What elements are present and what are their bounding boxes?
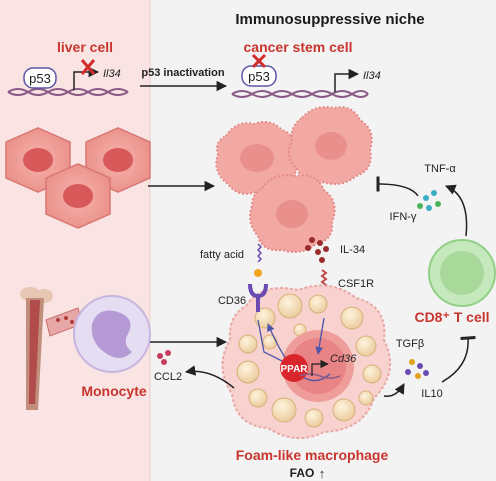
cancer-cell	[288, 106, 373, 185]
liver-cell-heading: liver cell	[57, 39, 113, 55]
cd36-receptor-icon	[248, 283, 268, 312]
cd8-t-cell-label: CD8⁺ T cell	[414, 309, 489, 325]
csf1r-label: CSF1R	[338, 278, 374, 290]
cancer-stem-cell-heading: cancer stem cell	[244, 39, 353, 55]
tcell-inhibition-line	[441, 335, 476, 383]
fatty-acid-icon	[254, 243, 263, 277]
ccl2-label: CCL2	[154, 371, 182, 383]
p53-inactivation-label: p53 inactivation	[141, 67, 224, 79]
ccl2-molecules	[157, 350, 171, 365]
il34-gene-right: Il34	[363, 70, 381, 82]
monocyte-label: Monocyte	[81, 383, 147, 399]
il34-gene-left: Il34	[103, 68, 121, 80]
bone-icon	[20, 287, 53, 410]
p53-box-right	[241, 65, 277, 87]
liver-cell-hexagon	[45, 163, 111, 229]
tnf-alpha-label: TNF-α	[424, 163, 456, 175]
cd36-gene-label: Cd36	[330, 353, 357, 365]
csf1r-signal-arrow	[315, 317, 325, 355]
macrophage-secretion-arrow	[383, 383, 405, 397]
fao-up-arrow-icon: ↑	[319, 466, 326, 481]
liver-cells	[5, 127, 151, 229]
blocked-cross-icon-right	[251, 53, 267, 69]
p53-label-left: p53	[29, 71, 51, 86]
cd8-t-cell	[428, 239, 496, 307]
p53-box-left	[23, 67, 57, 89]
dna-strand-right	[231, 90, 369, 98]
ccl2-recruit-arrow	[184, 365, 235, 389]
cancer-cell	[215, 121, 299, 195]
monocyte-cell	[73, 295, 151, 373]
il34-protein-label: IL-34	[340, 244, 365, 256]
cd36-protein-label: CD36	[218, 295, 246, 307]
lipid-droplets	[236, 293, 382, 428]
il34-molecules	[305, 237, 329, 263]
ifn-gamma-label: IFN-γ	[390, 211, 417, 223]
tcell-secretion-arrow	[445, 184, 468, 237]
dna-strand-left	[7, 88, 129, 96]
cytokine-dots-tnf-ifn	[417, 190, 441, 211]
fao-label: FAO	[290, 466, 315, 480]
cancer-cell	[249, 174, 336, 253]
ifn-inhibition-line	[376, 176, 419, 197]
nucleus	[282, 330, 354, 402]
il10-label: IL10	[421, 388, 442, 400]
fatty-acid-label: fatty acid	[200, 249, 244, 261]
tgfb-il10-molecules	[405, 359, 429, 379]
diagram-title: Immunosuppressive niche	[235, 11, 424, 28]
ppar-label: PPAR	[280, 364, 308, 375]
blocked-cross-icon-left	[80, 59, 96, 75]
tgfb-label: TGFβ	[396, 338, 424, 350]
cancer-stem-cells	[215, 106, 373, 253]
p53-label-right: p53	[248, 69, 270, 84]
macrophage-label: Foam-like macrophage	[236, 447, 389, 463]
